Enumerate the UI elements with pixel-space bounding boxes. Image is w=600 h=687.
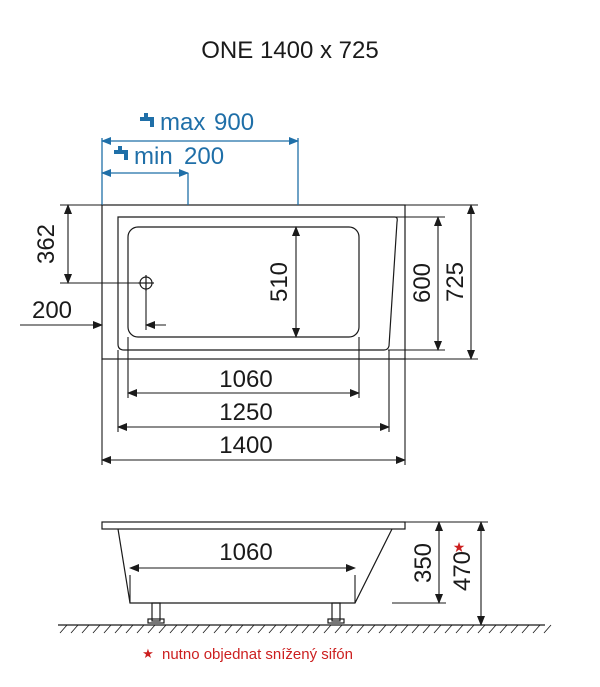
drawing-title: ONE 1400 x 725: [201, 37, 378, 64]
floor-hatch-mark: [521, 624, 530, 634]
floor-hatch-mark: [136, 624, 145, 634]
tap-max-label: max: [160, 109, 205, 136]
top-view: [101, 204, 406, 360]
floor-hatch-mark: [334, 624, 343, 634]
label-470: 470: [449, 551, 476, 591]
floor-hatch-mark: [400, 624, 409, 634]
floor-hatch-mark: [268, 624, 277, 634]
floor-hatch-mark: [389, 624, 398, 634]
floor-hatch-mark: [345, 624, 354, 634]
tub-inner-outline: [117, 216, 398, 351]
floor-hatch-mark: [510, 624, 519, 634]
floor-hatch-mark: [59, 624, 68, 634]
floor-hatch-mark: [466, 624, 475, 634]
tap-max-value: 900: [214, 109, 254, 136]
label-1060-side: 1060: [219, 539, 272, 566]
floor-hatch-mark: [235, 624, 244, 634]
tub-side-body: [117, 528, 393, 604]
floor-hatch-mark: [499, 624, 508, 634]
footnote-text: nutno objednat snížený sifón: [162, 646, 353, 663]
tap-max-icon: [140, 113, 154, 127]
floor-hatch-mark: [147, 624, 156, 634]
floor-hatch-mark: [433, 624, 442, 634]
floor-hatch-mark: [180, 624, 189, 634]
tub-leg-right: [331, 602, 341, 622]
label-1250: 1250: [219, 399, 272, 426]
floor-hatch-mark: [422, 624, 431, 634]
floor-hatch-mark: [114, 624, 123, 634]
side-view: [58, 521, 545, 626]
floor-hatch-mark: [202, 624, 211, 634]
floor-hatch-mark: [312, 624, 321, 634]
floor-hatch-mark: [290, 624, 299, 634]
tap-min-label: min: [134, 143, 173, 170]
floor-hatch-mark: [455, 624, 464, 634]
floor-hatch-mark: [169, 624, 178, 634]
floor-hatch-mark: [543, 624, 552, 634]
floor-hatch-mark: [356, 624, 365, 634]
floor-hatch-mark: [191, 624, 200, 634]
floor-hatch-mark: [477, 624, 486, 634]
floor-hatch-mark: [444, 624, 453, 634]
floor-hatch-mark: [103, 624, 112, 634]
label-600: 600: [409, 263, 436, 303]
floor-hatch-mark: [301, 624, 310, 634]
label-725: 725: [442, 262, 469, 302]
floor-hatch-mark: [488, 624, 497, 634]
floor-hatch: [59, 624, 552, 634]
floor-hatch-mark: [279, 624, 288, 634]
label-1400: 1400: [219, 432, 272, 459]
floor-hatch-mark: [257, 624, 266, 634]
floor-hatch-mark: [246, 624, 255, 634]
label-200: 200: [32, 297, 72, 324]
star-icon: ★: [453, 539, 466, 555]
floor-hatch-mark: [224, 624, 233, 634]
floor-hatch-mark: [70, 624, 79, 634]
label-1060-top: 1060: [219, 366, 272, 393]
floor-hatch-mark: [323, 624, 332, 634]
floor-hatch-mark: [378, 624, 387, 634]
floor-hatch-mark: [81, 624, 90, 634]
floor-hatch-mark: [367, 624, 376, 634]
side-dimension-lines: [129, 521, 488, 626]
tap-range: [101, 137, 299, 205]
dimension-lines: [20, 204, 478, 465]
tub-outer-rim: [101, 204, 406, 360]
tub-bottom: [127, 226, 360, 338]
label-362: 362: [33, 224, 60, 264]
label-510: 510: [266, 262, 293, 302]
floor-hatch-mark: [125, 624, 134, 634]
floor-hatch-mark: [411, 624, 420, 634]
label-350: 350: [410, 543, 437, 583]
floor-hatch-mark: [158, 624, 167, 634]
tap-min-value: 200: [184, 143, 224, 170]
footnote-star-icon: ★: [142, 646, 154, 661]
tub-leg-left: [151, 602, 161, 622]
tub-side-rim: [101, 521, 406, 530]
floor-hatch-mark: [213, 624, 222, 634]
tap-min-icon: [114, 146, 128, 160]
floor-hatch-mark: [92, 624, 101, 634]
floor-hatch-mark: [532, 624, 541, 634]
